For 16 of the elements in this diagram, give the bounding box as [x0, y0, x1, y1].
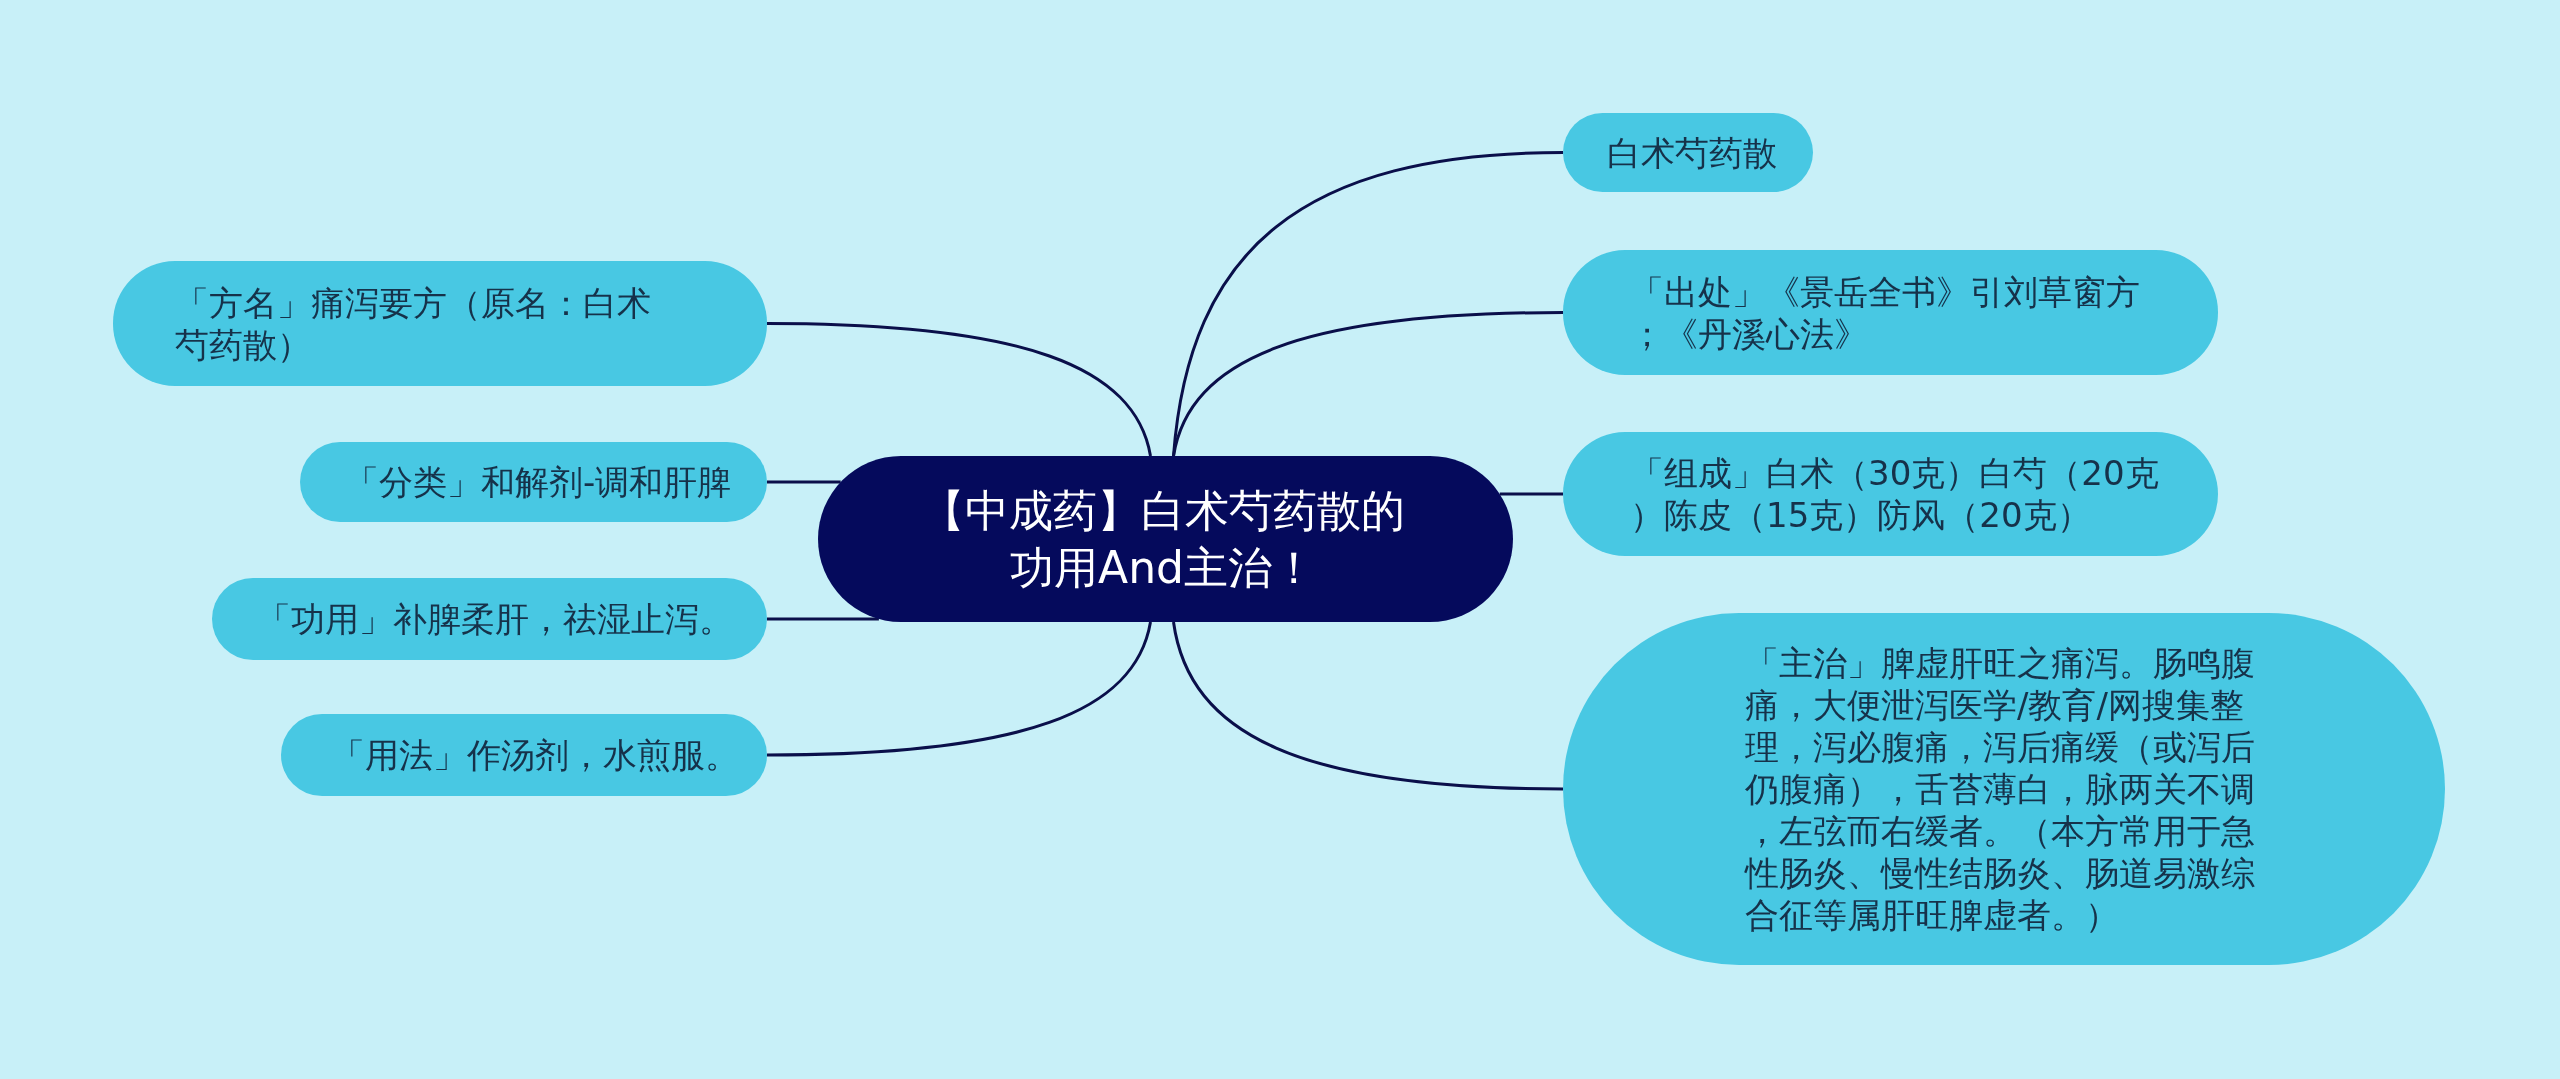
topic-box: 「分类」和解剂-调和肝脾 [300, 442, 767, 522]
topic-box: 白术芍药散 [1563, 113, 1813, 192]
topic-box: 「主治」脾虚肝旺之痛泻。肠鸣腹痛，大便泄泻医学/教育/网搜集整理，泻必腹痛，泻后痛缓（或泻后仍腹痛），舌苔薄白，脉两关不调，左弦而右缓者。（本方常用于急性肠炎、慢性结肠炎、肠道易激综合征等属肝旺脾虚者。） [1563, 613, 2445, 965]
central-topic-box: 【中成药】白术芍药散的功用And主治！ [818, 456, 1513, 622]
connector-line [1172, 311, 1564, 457]
topic-box: 「组成」白术（30克）白芍（20克）陈皮（15克）防风（20克） [1563, 432, 2218, 556]
topic-box: 「出处」《景岳全书》引刘草窗方；《丹溪心法》 [1563, 250, 2218, 375]
topic-box: 「方名」痛泻要方（原名：白术芍药散） [113, 261, 767, 386]
connector-line [767, 617, 879, 621]
topic-box: 「功用」补脾柔肝，祛湿止泻。 [212, 578, 767, 660]
connector-line [1172, 621, 1564, 791]
connector-line [766, 322, 1152, 457]
connector-line [766, 621, 1152, 757]
connector-line [1499, 492, 1563, 496]
connector-line [767, 480, 841, 484]
topic-box: 「用法」作汤剂，水煎服。 [281, 714, 767, 796]
